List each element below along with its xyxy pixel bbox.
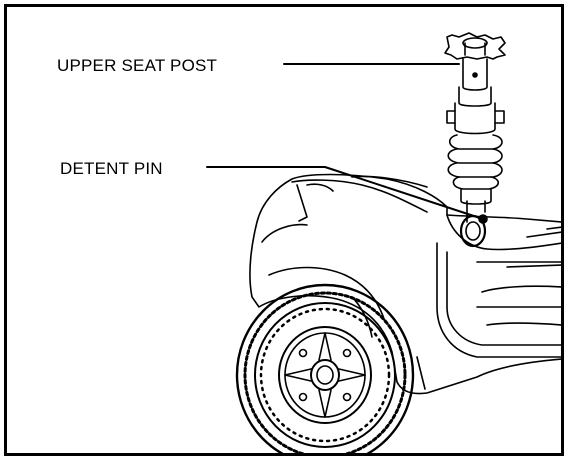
wheel [235, 283, 415, 453]
leader-detent-pin [206, 166, 484, 220]
diagram-frame: UPPER SEAT POST DETENT PIN [4, 4, 564, 456]
label-detent-pin: DETENT PIN [60, 159, 163, 178]
scooter-illustration [206, 32, 561, 453]
seat-post [444, 32, 506, 223]
detent-pin [459, 214, 488, 248]
scooter-body [249, 173, 561, 395]
label-upper-seat-post: UPPER SEAT POST [57, 56, 218, 75]
